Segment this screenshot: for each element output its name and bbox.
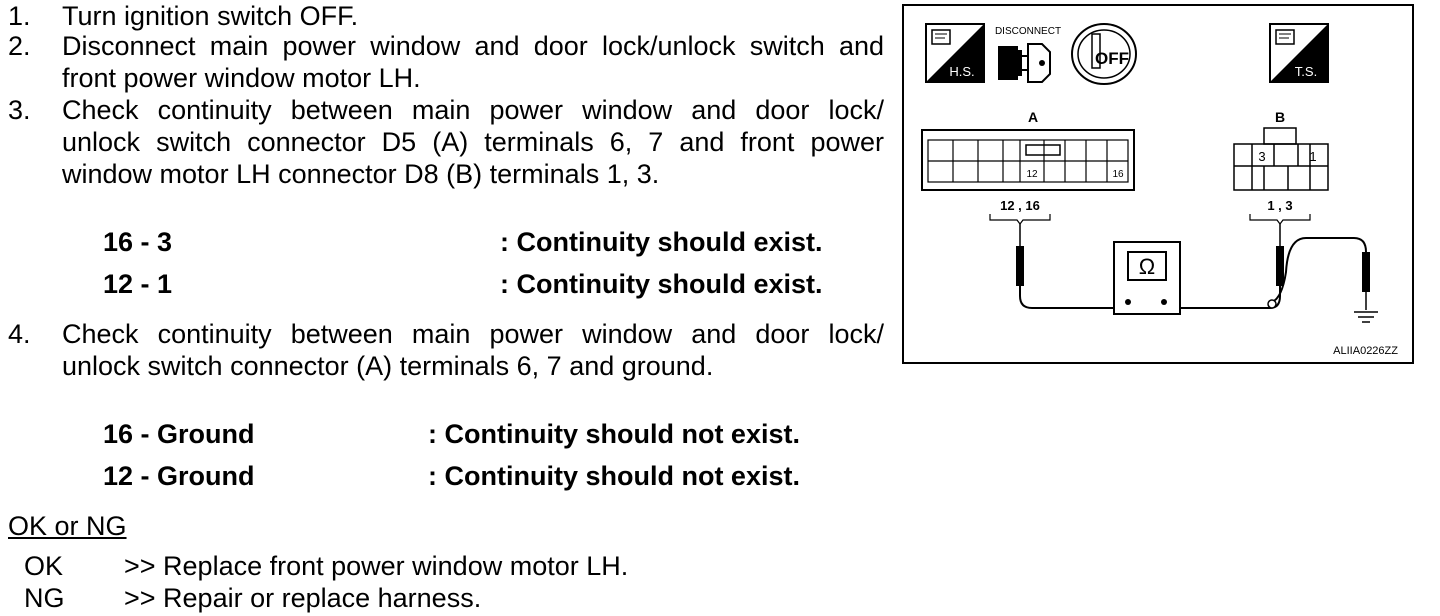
connector-b — [1233, 127, 1329, 191]
ground-probe — [1362, 252, 1370, 310]
wire-a — [1019, 286, 1132, 309]
spec-a-1-term: 16 - 3 — [103, 227, 173, 257]
connector-a-pin-12: 12 — [1026, 169, 1038, 180]
step-2-line-1: Disconnect main power window and door lo… — [62, 31, 884, 61]
ohmmeter — [1113, 241, 1181, 315]
probe-b — [1276, 224, 1284, 286]
icon-off-label: OFF — [1095, 49, 1129, 68]
icon-disconnect-label: DISCONNECT — [995, 26, 1061, 37]
connector-b-pin-1: 1 — [1309, 149, 1316, 164]
continuity-check-diagram: H.S. DISCONNECT OFF T.S. A — [902, 4, 1414, 364]
wire-junction — [1267, 299, 1277, 309]
spec-b-1-term: 16 - Ground — [103, 419, 255, 449]
probe-a-label: 12 , 16 — [1000, 198, 1040, 213]
spec-a-2-term: 12 - 1 — [103, 269, 173, 299]
spec-b-2-term: 12 - Ground — [103, 461, 255, 491]
spec-a-1-result: : Continuity should exist. — [500, 227, 823, 257]
ground-symbol-icon — [1354, 311, 1378, 323]
probe-b-label: 1 , 3 — [1267, 198, 1292, 213]
step-2-text: Disconnect main power window and door lo… — [62, 30, 884, 94]
connector-b-pin-3: 3 — [1258, 149, 1265, 164]
step-1-text: Turn ignition switch OFF. — [62, 1, 359, 31]
step-3-line-3: window motor LH connector D8 (B) termina… — [62, 159, 660, 189]
connector-a — [921, 129, 1135, 191]
connector-a-label: A — [1028, 109, 1038, 125]
result-ok-action: >> Replace front power window motor LH. — [124, 551, 629, 581]
result-ng-code: NG — [24, 583, 65, 613]
step-3-line-2: unlock switch connector D5 (A) terminals… — [62, 127, 884, 157]
spec-b-1-result: : Continuity should not exist. — [428, 419, 800, 449]
step-3-number: 3. — [8, 95, 31, 125]
step-4-text: Check continuity between main power wind… — [62, 318, 884, 382]
icon-hs-label: H.S. — [949, 64, 974, 79]
disconnect-connector-icon: DISCONNECT — [995, 26, 1061, 83]
probe-a — [1016, 224, 1024, 286]
step-3-text: Check continuity between main power wind… — [62, 94, 884, 190]
step-1-number: 1. — [8, 1, 31, 31]
ground-wire — [1271, 237, 1367, 303]
spec-b-2-result: : Continuity should not exist. — [428, 461, 800, 491]
hand-tool-icon: H.S. — [925, 23, 985, 83]
figure-code: ALIIA0226ZZ — [1333, 345, 1398, 357]
icon-ts-label: T.S. — [1295, 64, 1317, 79]
step-4-line-1: Check continuity between main power wind… — [62, 319, 884, 349]
ignition-off-icon: OFF — [1071, 23, 1137, 85]
result-ng-action: >> Repair or replace harness. — [124, 583, 482, 613]
step-4-line-2: unlock switch connector (A) terminals 6,… — [62, 351, 714, 381]
spec-a-2-result: : Continuity should exist. — [500, 269, 823, 299]
result-heading: OK or NG — [8, 511, 127, 541]
step-4-number: 4. — [8, 319, 31, 349]
step-3-line-1: Check continuity between main power wind… — [62, 95, 884, 125]
result-ok-code: OK — [24, 551, 64, 581]
ohm-icon: Ω — [1139, 254, 1155, 279]
step-2-line-2: front power window motor LH. — [62, 63, 421, 93]
tester-icon: T.S. — [1269, 23, 1329, 83]
step-2-number: 2. — [8, 31, 31, 61]
connector-b-label: B — [1275, 109, 1285, 125]
connector-a-pin-16: 16 — [1112, 169, 1124, 180]
